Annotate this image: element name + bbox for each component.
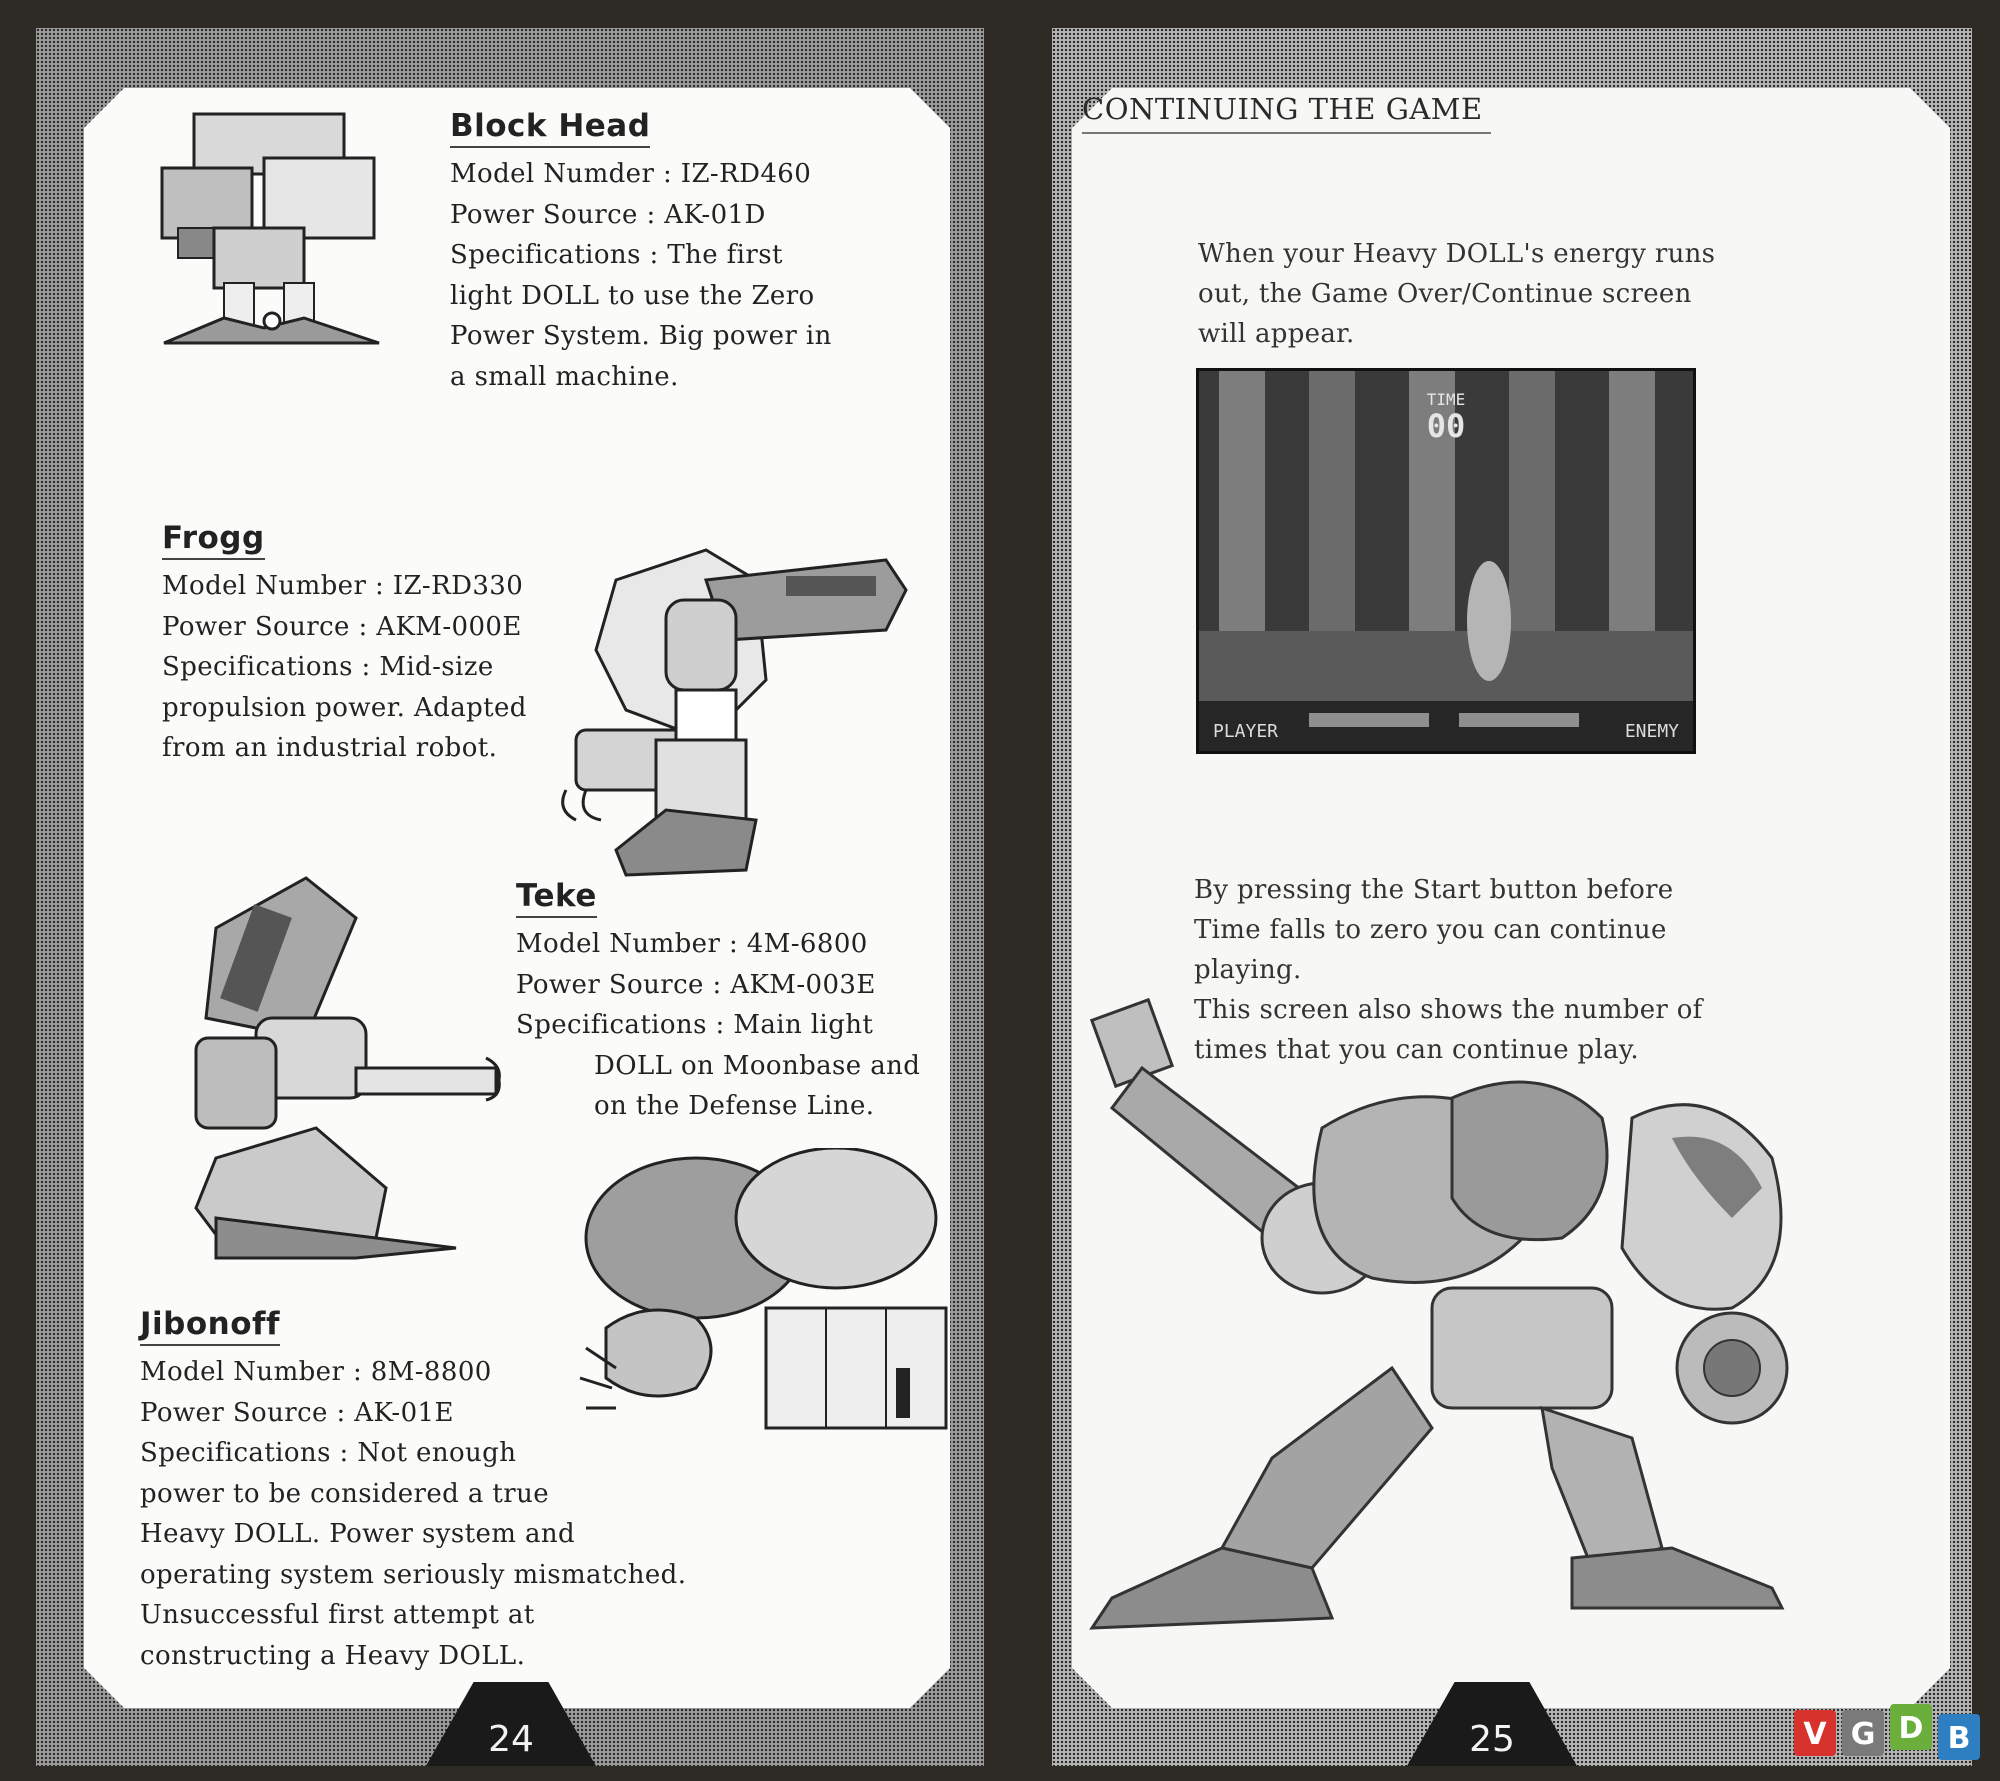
paragraph-line: times that you can continue play. bbox=[1194, 1035, 1639, 1065]
entry-line: Model Number : IZ-RD330 bbox=[162, 571, 524, 601]
time-value: 00 bbox=[1427, 407, 1466, 445]
entry-line: Specifications : Main light bbox=[516, 1010, 874, 1040]
watermark-letter-tile bbox=[1842, 1710, 1884, 1756]
paragraph-line: Time falls to zero you can continue bbox=[1194, 915, 1667, 945]
entry-frogg: Frogg Model Number : IZ-RD330 Power Sour… bbox=[162, 520, 527, 769]
entry-line: DOLL on Moonbase and bbox=[594, 1050, 921, 1081]
entry-block-head: Block Head Model Numder : IZ-RD460 Power… bbox=[450, 108, 832, 397]
entry-line: Specifications : Not enough bbox=[140, 1438, 517, 1468]
watermark-letter-tile bbox=[1890, 1704, 1932, 1750]
entry-line: power to be considered a true bbox=[140, 1478, 550, 1509]
left-page-panel bbox=[84, 88, 950, 1708]
entry-line: Model Number : 8M-8800 bbox=[140, 1357, 492, 1387]
paragraph-line: By pressing the Start button before bbox=[1194, 875, 1674, 905]
entry-line: Power System. Big power in bbox=[450, 321, 832, 351]
continue-paragraph: By pressing the Start button before Time… bbox=[1194, 870, 1703, 1070]
page-number: 25 bbox=[1469, 1719, 1515, 1760]
entry-title: Jibonoff bbox=[140, 1306, 280, 1346]
entry-line: Unsuccessful first attempt at bbox=[140, 1600, 535, 1630]
entry-title: Teke bbox=[516, 878, 597, 918]
jibonoff-illustration bbox=[579, 1148, 948, 1430]
entry-title: Block Head bbox=[450, 108, 651, 148]
screenshot-scene: TIME 00 PLAYER ENEMY bbox=[1199, 371, 1693, 751]
watermark-letter: V bbox=[1803, 1717, 1827, 1752]
entry-line: propulsion power. Adapted bbox=[162, 692, 527, 723]
entry-line: constructing a Heavy DOLL. bbox=[140, 1640, 526, 1671]
section-title: CONTINUING THE GAME bbox=[1082, 92, 1491, 134]
right-page-panel bbox=[1072, 88, 1950, 1708]
entry-line: Power Source : AKM-000E bbox=[162, 611, 522, 642]
vgdb-watermark-logo: V G D B bbox=[1794, 1704, 1980, 1760]
paragraph-line: out, the Game Over/Continue screen bbox=[1198, 279, 1692, 309]
entry-line: Power Source : AKM-003E bbox=[516, 969, 876, 1000]
heavy-doll-illustration bbox=[1089, 997, 1789, 1630]
player-label: PLAYER bbox=[1213, 721, 1278, 742]
frogg-illustration bbox=[561, 548, 908, 877]
entry-line: from an industrial robot. bbox=[162, 733, 498, 763]
entry-line: Specifications : The first bbox=[450, 240, 783, 270]
paragraph-line: This screen also shows the number of bbox=[1194, 995, 1703, 1025]
right-page: CONTINUING THE GAME When your Heavy DOLL… bbox=[1052, 28, 1972, 1766]
entry-line: Specifications : Mid-size bbox=[162, 652, 494, 682]
paragraph-line: will appear. bbox=[1198, 319, 1355, 349]
entry-teke: Teke Model Number : 4M-6800 Power Source… bbox=[516, 878, 920, 1127]
block-head-illustration bbox=[160, 112, 380, 345]
page-number: 24 bbox=[488, 1719, 534, 1760]
entry-line: operating system seriously mismatched. bbox=[140, 1559, 687, 1590]
teke-illustration bbox=[194, 876, 501, 1260]
entry-jibonoff: Jibonoff Model Number : 8M-8800 Power So… bbox=[140, 1306, 686, 1676]
intro-paragraph: When your Heavy DOLL's energy runs out, … bbox=[1198, 234, 1715, 354]
entry-title: Frogg bbox=[162, 520, 265, 560]
paragraph-line: When your Heavy DOLL's energy runs bbox=[1198, 239, 1716, 269]
entry-line: Model Numder : IZ-RD460 bbox=[450, 159, 812, 189]
entry-line: Power Source : AK-01E bbox=[140, 1397, 454, 1428]
watermark-letter: B bbox=[1948, 1721, 1971, 1756]
watermark-letter-tile bbox=[1794, 1710, 1836, 1756]
watermark-letter: D bbox=[1899, 1711, 1924, 1746]
enemy-label: ENEMY bbox=[1625, 721, 1679, 742]
game-over-screenshot: TIME 00 PLAYER ENEMY bbox=[1196, 368, 1696, 754]
entry-line: Power Source : AK-01D bbox=[450, 199, 766, 230]
entry-line: a small machine. bbox=[450, 361, 679, 392]
time-label: TIME bbox=[1427, 390, 1466, 409]
entry-line: on the Defense Line. bbox=[594, 1091, 875, 1121]
entry-line: light DOLL to use the Zero bbox=[450, 280, 815, 311]
paragraph-line: playing. bbox=[1194, 955, 1302, 985]
left-page: Block Head Model Numder : IZ-RD460 Power… bbox=[36, 28, 984, 1766]
entry-line: Model Number : 4M-6800 bbox=[516, 929, 868, 959]
entry-line: Heavy DOLL. Power system and bbox=[140, 1519, 576, 1549]
watermark-letter-tile bbox=[1938, 1714, 1980, 1760]
watermark-letter: G bbox=[1851, 1717, 1876, 1752]
